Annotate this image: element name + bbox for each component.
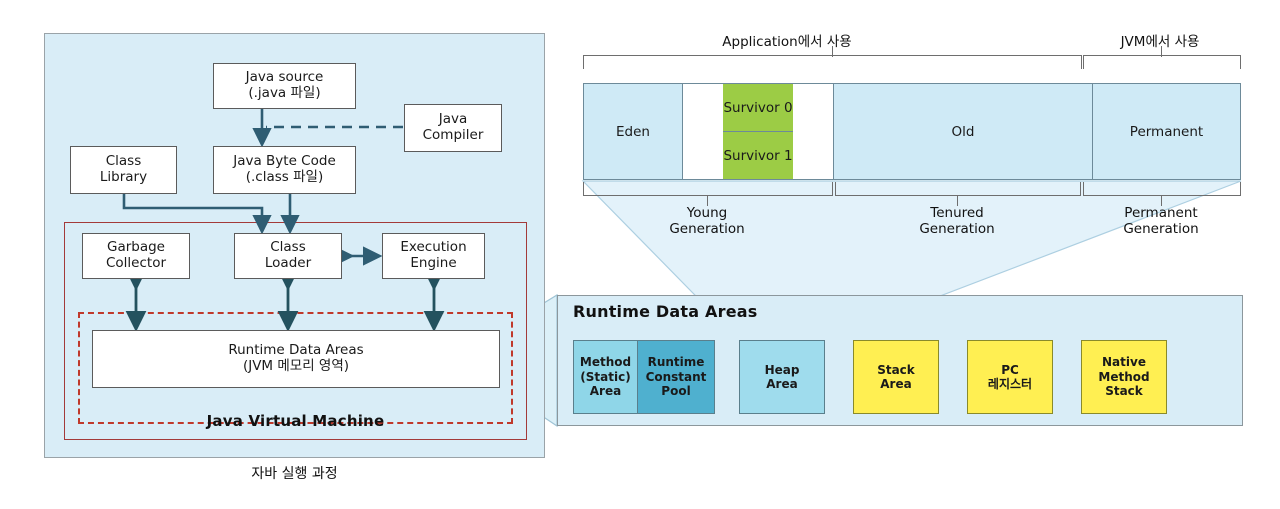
runtime-data-areas-panel-title: Runtime Data Areas — [573, 302, 758, 321]
box-execution-engine: Execution Engine — [382, 233, 485, 279]
method-static-area: Method (Static) Area — [574, 341, 637, 413]
bracket-application — [583, 55, 1082, 69]
bracket-jvm — [1083, 55, 1241, 69]
bracket-young-generation — [583, 182, 833, 196]
box-class-library: Class Library — [70, 146, 177, 194]
box-garbage-collector: Garbage Collector — [82, 233, 190, 279]
native-method-stack: Native Method Stack — [1081, 340, 1167, 414]
segment-survivor-0: Survivor 0 — [723, 84, 793, 132]
bracket-tenured-generation — [835, 182, 1081, 196]
stack-area: Stack Area — [853, 340, 939, 414]
segment-old: Old — [834, 84, 1093, 179]
segment-survivor-1: Survivor 1 — [723, 132, 793, 179]
jvm-title: Java Virtual Machine — [206, 412, 385, 430]
runtime-constant-pool: Runtime Constant Pool — [637, 341, 714, 413]
method-area-group: Method (Static) Area Runtime Constant Po… — [573, 340, 715, 414]
pc-register: PC 레지스터 — [967, 340, 1053, 414]
box-java-compiler: Java Compiler — [404, 104, 502, 152]
label-application-usage: Application에서 사용 — [722, 34, 852, 50]
label-young-generation: Young Generation — [669, 205, 745, 238]
label-jvm-usage: JVM에서 사용 — [1120, 34, 1200, 50]
bracket-young-tick — [707, 195, 708, 206]
bracket-permanent-tick — [1161, 195, 1162, 206]
left-panel-caption: 자바 실행 과정 — [251, 466, 338, 482]
label-permanent-generation: Permanent Generation — [1123, 205, 1199, 238]
bracket-permanent-generation — [1083, 182, 1241, 196]
box-java-byte-code: Java Byte Code (.class 파일) — [213, 146, 356, 194]
bracket-jvm-tick — [1161, 46, 1162, 57]
heap-area: Heap Area — [739, 340, 825, 414]
bracket-tenured-tick — [957, 195, 958, 206]
heap-memory-bar: Eden Survivor 0 Survivor 1 Old Permanent — [583, 83, 1241, 180]
segment-eden: Eden — [584, 84, 683, 179]
box-class-loader: Class Loader — [234, 233, 342, 279]
box-java-source: Java source (.java 파일) — [213, 63, 356, 109]
segment-survivors: Survivor 0 Survivor 1 — [683, 84, 834, 179]
box-runtime-data-areas: Runtime Data Areas (JVM 메모리 영역) — [92, 330, 500, 388]
label-tenured-generation: Tenured Generation — [919, 205, 995, 238]
bracket-application-tick — [832, 46, 833, 57]
segment-permanent: Permanent — [1093, 84, 1240, 179]
